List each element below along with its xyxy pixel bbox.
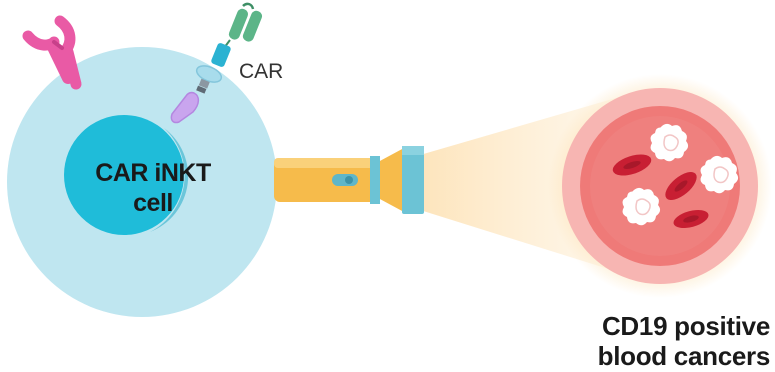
red-blood-cell-icon <box>673 209 709 229</box>
red-blood-cell-icon <box>612 154 652 176</box>
target-blood-sample <box>562 88 758 284</box>
cell-label-line-2: cell <box>133 189 173 217</box>
car-transmembrane-domain <box>195 65 223 83</box>
car-inkt-cell <box>7 47 277 317</box>
flashlight-lens-ring <box>402 146 424 214</box>
target-label-line-1: CD19 positive <box>601 311 770 341</box>
cancer-cell-icon <box>622 187 661 226</box>
target-label: CD19 positive blood cancers <box>560 311 771 371</box>
cancer-cell-icon <box>700 155 739 194</box>
car-signaling-domain <box>170 91 200 124</box>
red-blood-cell-icon <box>665 171 697 201</box>
flashlight-icon <box>274 146 424 214</box>
car-receptor-icon <box>170 2 263 124</box>
cancer-cell-icon <box>650 123 689 162</box>
car-hinge-domain <box>211 43 231 67</box>
target-label-line-2: blood cancers <box>597 341 771 371</box>
target-inner-circle <box>580 106 740 266</box>
cell-label: CAR iNKT cell <box>78 158 228 218</box>
car-label: CAR <box>239 60 284 83</box>
cell-nucleus <box>64 115 184 235</box>
flashlight-handle <box>274 158 380 202</box>
car-scfv-domain <box>228 2 263 42</box>
cell-label-line-1: CAR iNKT <box>95 159 211 187</box>
tcr-receptor-icon <box>22 15 82 90</box>
flashlight-head <box>378 148 404 212</box>
